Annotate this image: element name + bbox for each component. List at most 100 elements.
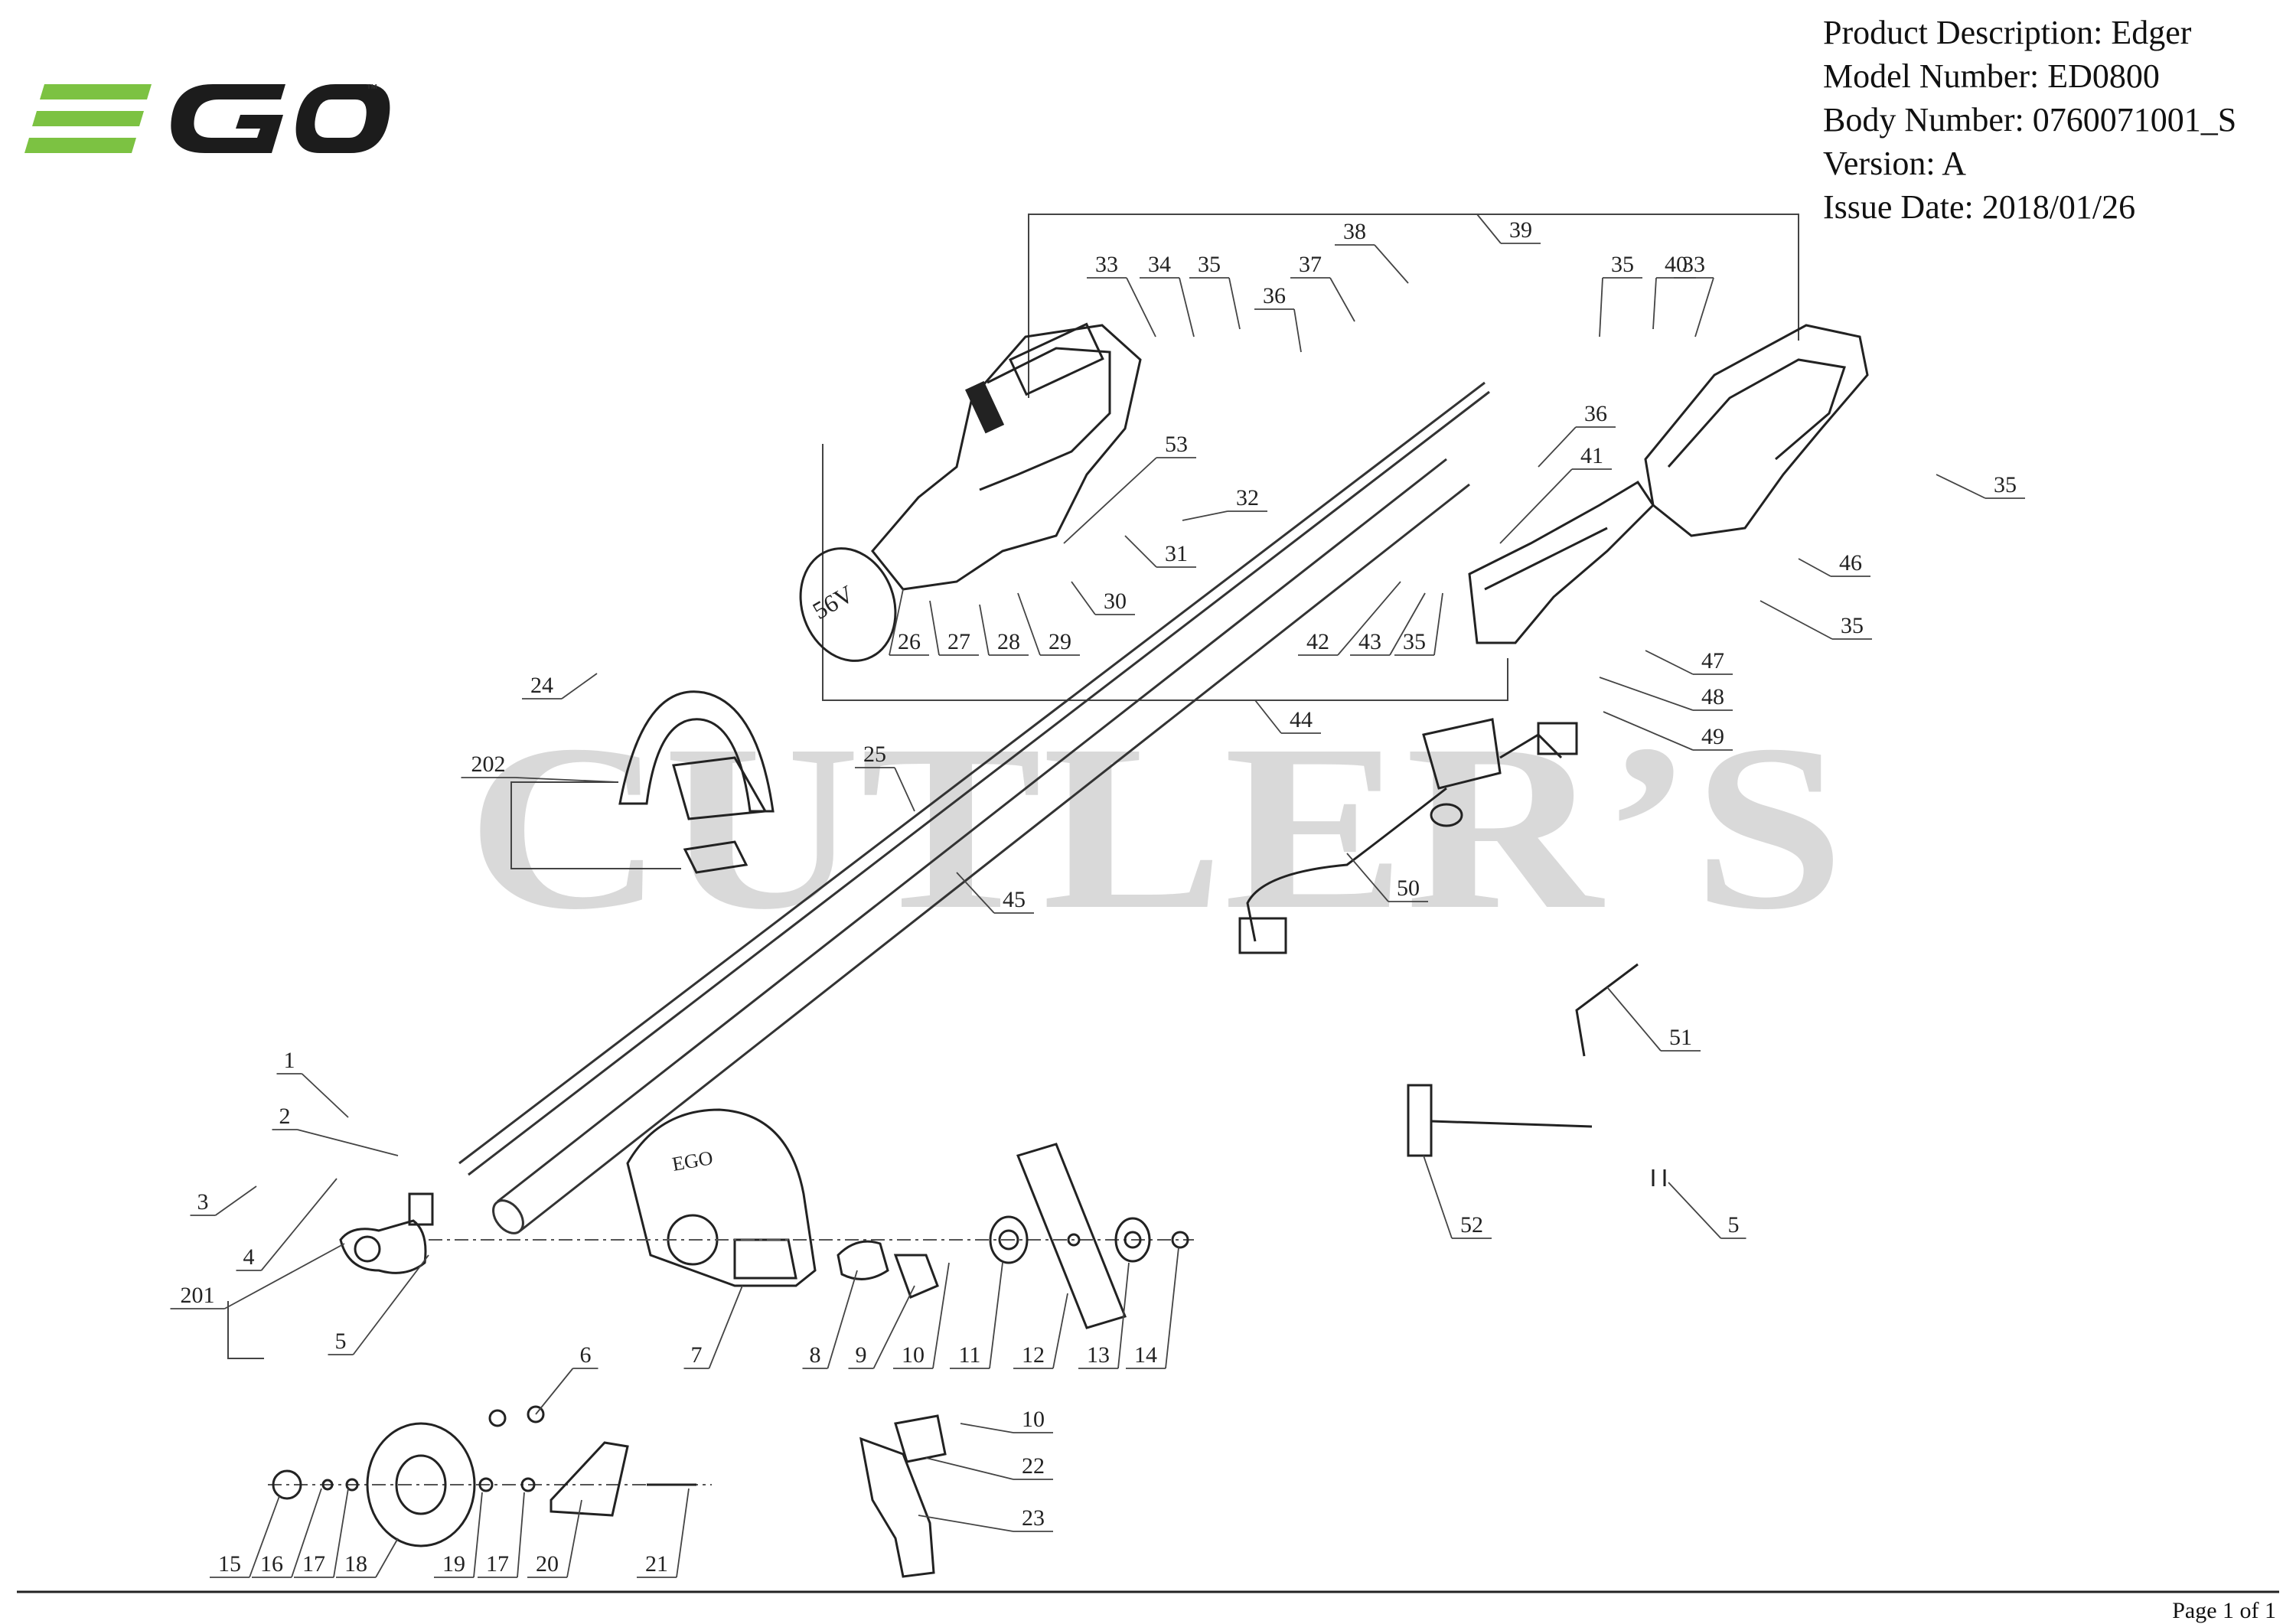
callout-4: 4 <box>243 1244 255 1270</box>
tools <box>1407 963 1666 1186</box>
callout-29: 29 <box>1049 629 1071 654</box>
callout-leader-line <box>960 1423 1014 1433</box>
callout-15: 15 <box>218 1551 241 1577</box>
callout-leader-line <box>889 589 904 656</box>
callout-3: 3 <box>197 1189 209 1215</box>
callout-33: 33 <box>1095 252 1118 277</box>
callout-leader-line <box>517 1492 525 1578</box>
product-description: Product Description: Edger <box>1823 14 2192 51</box>
svg-text:EGO: EGO <box>670 1146 715 1176</box>
callout-leader-line <box>932 1262 950 1369</box>
callout-2: 2 <box>279 1104 291 1129</box>
callout-leader-line <box>979 604 990 656</box>
callout-36: 36 <box>1584 401 1607 426</box>
callout-leader-line <box>1337 581 1401 656</box>
callout-42: 42 <box>1306 629 1329 654</box>
callout-35: 35 <box>1403 629 1426 654</box>
axis-small-parts <box>837 1143 1189 1329</box>
ego-logo <box>24 84 390 153</box>
callout-leader-line <box>872 1285 915 1369</box>
callout-51: 51 <box>1669 1025 1692 1050</box>
callout-leader-line <box>1182 510 1228 521</box>
callout-leader-line <box>375 1538 399 1578</box>
callout-leader-line <box>1433 592 1443 656</box>
callout-leader-line <box>352 1254 429 1355</box>
callout-52: 52 <box>1460 1212 1483 1238</box>
callout-46: 46 <box>1839 550 1862 576</box>
callout-31: 31 <box>1165 541 1188 566</box>
callout-37: 37 <box>1299 252 1322 277</box>
callout-5: 5 <box>335 1329 347 1354</box>
callout-leader-line <box>1254 699 1282 734</box>
callout-leader-line <box>515 777 619 783</box>
callout-leader-line <box>708 1285 743 1369</box>
callout-leader-line <box>894 767 915 812</box>
callout-leader-line <box>1071 581 1096 615</box>
callout-28: 28 <box>997 629 1020 654</box>
callout-11: 11 <box>959 1342 981 1368</box>
callout-45: 45 <box>1003 887 1026 912</box>
callout-leader-line <box>1124 535 1157 568</box>
callout-leader-line <box>1936 474 1986 499</box>
motor-housing-left: 56V <box>799 322 1142 662</box>
callout-39: 39 <box>1509 217 1532 243</box>
callout-leader-line <box>1694 277 1714 338</box>
callout-leader-line <box>956 872 995 914</box>
trademark-symbol: ™ <box>366 83 378 96</box>
callout-40: 40 <box>1665 252 1688 277</box>
callout-leader-line <box>1374 244 1409 284</box>
callout-9: 9 <box>856 1342 867 1368</box>
callout-leader-line <box>676 1488 690 1578</box>
callout-leader-line <box>918 1515 1014 1532</box>
callout-leader-line <box>473 1492 483 1578</box>
callout-10: 10 <box>1022 1407 1045 1432</box>
depth-adjuster-parts <box>859 1414 947 1578</box>
callout-44: 44 <box>1290 707 1313 732</box>
blade-guard-7: EGO <box>626 1108 817 1287</box>
callout-25: 25 <box>863 742 886 767</box>
callout-38: 38 <box>1343 219 1366 244</box>
callout-202: 202 <box>471 752 506 777</box>
callout-leader-line <box>929 600 940 656</box>
callout-leader-line <box>224 1243 345 1309</box>
group-bracket-202 <box>510 781 681 869</box>
callout-49: 49 <box>1701 724 1724 749</box>
callout-6: 6 <box>580 1342 592 1368</box>
callout-leader-line <box>1117 1262 1130 1369</box>
callout-35: 35 <box>1198 252 1221 277</box>
callout-53: 53 <box>1165 432 1188 457</box>
callout-35: 35 <box>1611 252 1634 277</box>
callout-24: 24 <box>530 673 553 698</box>
callout-leader-line <box>1126 277 1156 338</box>
callout-7: 7 <box>691 1342 703 1368</box>
callout-leader-line <box>249 1495 280 1578</box>
svg-text:56V: 56V <box>808 579 859 624</box>
callout-leader-line <box>1599 677 1694 711</box>
group-bracket-201 <box>227 1301 264 1359</box>
callout-41: 41 <box>1580 443 1603 468</box>
callout-leader-line <box>297 1129 399 1156</box>
callout-leader-line <box>1476 214 1502 244</box>
callout-leader-line <box>1599 277 1603 338</box>
callout-leader-line <box>1228 277 1241 330</box>
callout-1: 1 <box>284 1048 295 1073</box>
callout-leader-line <box>925 1457 1014 1480</box>
callout-leader-line <box>1668 1182 1722 1239</box>
callout-leader-line <box>1293 308 1302 353</box>
callout-leader-line <box>989 1262 1003 1369</box>
callout-leader-line <box>1346 853 1389 902</box>
model-number: Model Number: ED0800 <box>1823 57 2160 95</box>
callout-18: 18 <box>344 1551 367 1577</box>
callout-leader-line <box>1329 277 1355 322</box>
callout-leader-line <box>1603 711 1694 751</box>
shaft-tube-45 <box>492 458 1470 1234</box>
callout-leader-line <box>1052 1293 1068 1369</box>
watermark: CUTLER’S <box>467 696 1844 959</box>
drive-shaft-25 <box>458 381 1490 1176</box>
callout-50: 50 <box>1397 876 1420 901</box>
callout-16: 16 <box>260 1551 283 1577</box>
callout-leader-line <box>1760 600 1833 640</box>
version: Version: A <box>1823 145 1966 182</box>
callout-leader-line <box>1538 426 1577 468</box>
